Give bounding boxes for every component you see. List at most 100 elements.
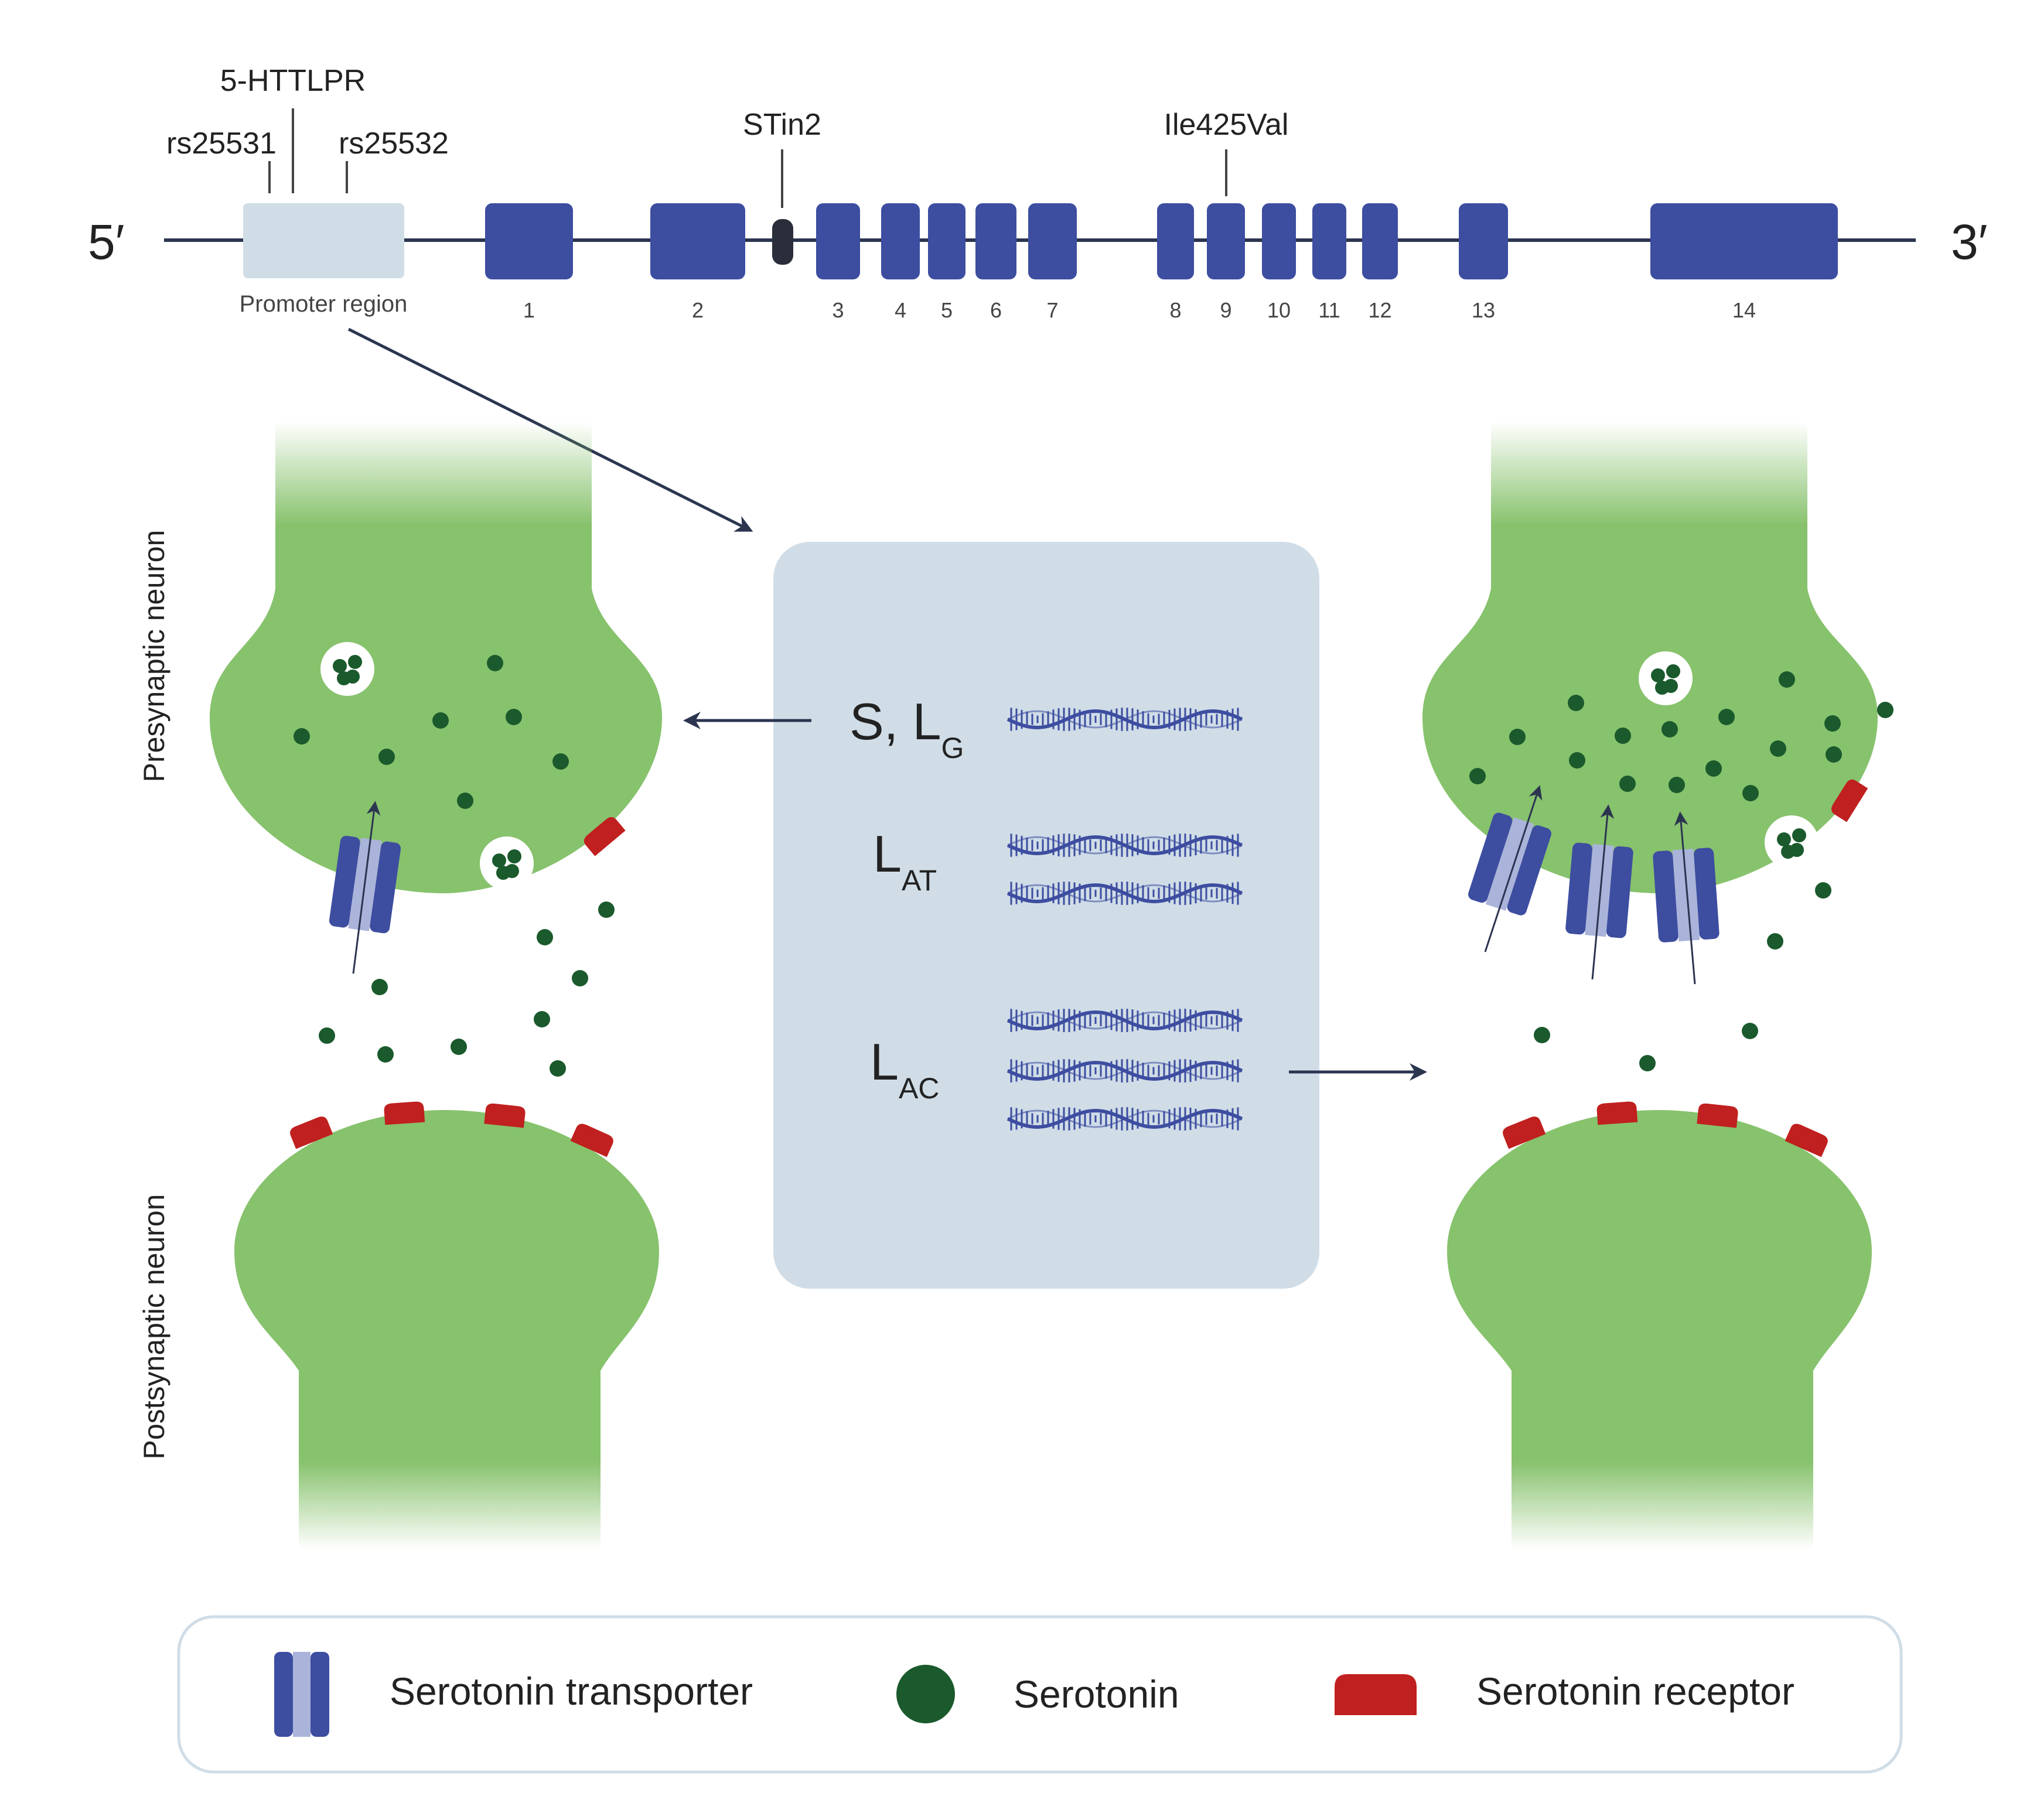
genotype-s-lg: S, LG (849, 692, 964, 764)
legend-box (177, 1615, 1903, 1774)
svg-text:S, LG: S, LG (849, 692, 964, 764)
exon-9-label: 9 (1220, 298, 1231, 322)
serotonin-dot-12 (319, 1027, 335, 1044)
legend-receptor-label: Serotonin receptor (1476, 1669, 1794, 1713)
serotonin-dot-36 (1639, 1055, 1656, 1071)
serotonin-dot-4 (506, 709, 522, 725)
receptor-group (290, 779, 1868, 1157)
serotonin-dot-27 (1669, 777, 1685, 793)
mrna-group (1007, 708, 1243, 1131)
receptor-3 (570, 1124, 613, 1157)
svg-text:LAC: LAC (870, 1033, 939, 1105)
exon-3-label: 3 (832, 298, 844, 322)
serotonin-dot-0 (294, 728, 310, 745)
legend-transporter-icon (274, 1652, 329, 1737)
exon-1 (485, 203, 573, 279)
serotonin-dot-29 (1742, 785, 1759, 801)
serotonin-dot-22 (1718, 709, 1735, 725)
right-synapse (1422, 422, 1878, 1549)
uptake-arrow-group (352, 785, 1696, 985)
exon-1-label: 1 (523, 298, 535, 322)
rs25531-label: rs25531 (166, 127, 277, 161)
five-prime-label: 5′ (88, 214, 124, 269)
mrna-strand-5 (1007, 1107, 1243, 1131)
left-presynaptic-neuron (210, 422, 662, 893)
receptor-0 (290, 1116, 333, 1149)
serotonin-dot-2 (432, 712, 449, 729)
serotonin-dot-30 (1770, 740, 1786, 757)
serotonin-dot-14 (451, 1039, 467, 1055)
genotype-lac: LAC (870, 1033, 939, 1105)
vesicle-1 (480, 836, 534, 890)
vesicle-2 (1639, 651, 1693, 705)
serotonin-dot-10 (371, 979, 388, 995)
serotonin-dot-32 (1815, 882, 1831, 899)
serotonin-dot-16 (1568, 695, 1584, 711)
genotype-lac-sub: AC (899, 1072, 939, 1105)
serotonin-dot-34 (1534, 1027, 1550, 1043)
exon-2-label: 2 (692, 298, 704, 322)
right-postsynaptic-neuron (1447, 1110, 1872, 1549)
serotonin-dot-17 (1779, 671, 1795, 688)
genotype-s-lg-sub: G (941, 732, 964, 764)
vesicle-3 (1765, 815, 1819, 869)
exon-10 (1262, 203, 1296, 279)
exon-8-label: 8 (1169, 298, 1181, 322)
exon-14 (1650, 203, 1838, 279)
uptake-arrow-1 (1484, 785, 1543, 952)
genotype-lat-main: L (873, 825, 902, 883)
exon-6 (975, 203, 1016, 279)
serotonin-dot-31 (1826, 746, 1842, 763)
serotonin-dot-15 (550, 1060, 566, 1077)
serotonin-dot-6 (457, 793, 473, 809)
exon-11-label: 11 (1318, 298, 1340, 322)
serotonin-dot-19 (1509, 729, 1526, 745)
exon-7-label: 7 (1046, 298, 1058, 322)
stin2-element (772, 219, 793, 265)
exon-13 (1459, 203, 1508, 279)
legend-serotonin-label: Serotonin (1014, 1672, 1179, 1716)
exon-4-label: 4 (895, 298, 906, 322)
rs25532-label: rs25532 (339, 127, 449, 161)
serotonin-dot-25 (1569, 752, 1585, 769)
serotonin-dot-24 (1469, 768, 1486, 784)
receptor-8 (1785, 1124, 1828, 1157)
uptake-arrow-3 (1674, 811, 1696, 985)
exon-14-label: 14 (1732, 298, 1756, 322)
receptor-2 (484, 1103, 526, 1128)
genotype-lat: LAT (873, 825, 937, 897)
uptake-arrow-0 (352, 801, 381, 974)
serotonin-dot-23 (1824, 715, 1841, 732)
legend-serotonin-icon (896, 1665, 955, 1723)
exon-8 (1157, 203, 1194, 279)
serotonin-dot-8 (537, 929, 553, 945)
genotype-lat-sub: AT (902, 864, 937, 897)
serotonin-dot-11 (534, 1011, 550, 1027)
left-synapse (210, 422, 662, 1549)
exon-10-label: 10 (1267, 298, 1291, 322)
exon-7 (1028, 203, 1077, 279)
genotype-lac-main: L (870, 1033, 899, 1091)
exon-6-label: 6 (990, 298, 1002, 322)
vesicle-group (320, 642, 1819, 890)
postsynaptic-label: Postsynaptic neuron (138, 1194, 170, 1459)
exon-5 (928, 203, 965, 279)
genotype-panel (773, 542, 1319, 1289)
exon-4 (881, 203, 920, 279)
mrna-strand-0 (1007, 708, 1243, 731)
exon-13-label: 13 (1472, 298, 1495, 322)
serotonin-dot-5 (552, 753, 569, 770)
serotonin-dot-20 (1615, 728, 1631, 744)
gene-map: 5′ 3′ Promoter region 5-HTTLPR rs25531 r… (88, 64, 1987, 322)
exon-9 (1207, 203, 1245, 279)
serotonin-dot-1 (378, 749, 395, 765)
vesicle-0 (320, 642, 374, 696)
mrna-strand-2 (1007, 882, 1243, 905)
receptor-5 (1503, 1116, 1546, 1149)
presynaptic-label: Presynaptic neuron (138, 530, 170, 783)
promoter-label: Promoter region (240, 291, 408, 317)
serotonin-dot-18 (1877, 702, 1893, 718)
promoter-region (243, 203, 404, 278)
